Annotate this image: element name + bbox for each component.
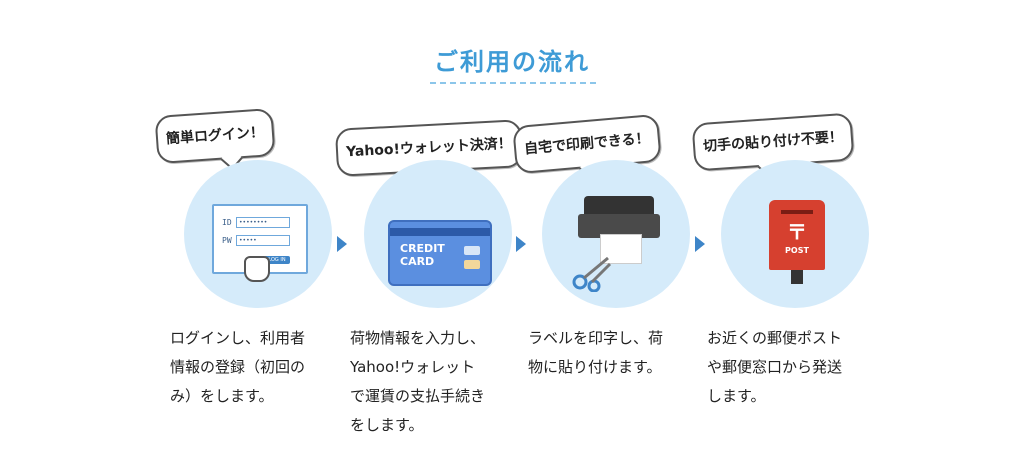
label-paper — [600, 234, 642, 264]
desc-line: 物に貼り付けます。 — [528, 358, 662, 376]
card-stripe — [390, 228, 490, 236]
desc-line: 荷物情報を入力し、 — [350, 329, 486, 347]
printer-top — [584, 196, 654, 214]
step-description: ログインし、利用者 情報の登録（初回の み）をします。 — [170, 324, 350, 411]
arrow-right-icon — [337, 236, 347, 252]
desc-line: み）をします。 — [170, 387, 274, 405]
pointer-hand-icon — [244, 256, 270, 282]
step-illustration: ID •••••••• PW ••••• LOG IN — [184, 160, 332, 308]
step-illustration: 〒 POST — [721, 160, 869, 308]
step-payment: Yahoo!ウォレット決済！ CREDIT CARD 荷物情報を入力し、 Yah… — [334, 100, 530, 460]
desc-line: 情報の登録（初回の — [170, 358, 306, 376]
desc-line: します。 — [707, 387, 766, 405]
login-pw-label: PW — [222, 236, 232, 245]
credit-card-icon: CREDIT CARD — [388, 220, 492, 286]
scissors-icon — [572, 256, 612, 292]
arrow-right-icon — [695, 236, 705, 252]
step-description: お近くの郵便ポスト や郵便窓口から発送 します。 — [707, 324, 887, 411]
postal-mark: 〒 — [787, 220, 807, 244]
page-title: ご利用の流れ — [434, 48, 590, 76]
postbox-icon: 〒 POST — [769, 200, 825, 270]
login-id-box: •••••••• — [236, 217, 290, 228]
desc-line: で運賃の支払手続き — [350, 387, 486, 405]
desc-line: や郵便窓口から発送 — [707, 358, 843, 376]
step-illustration — [542, 160, 690, 308]
step-description: ラベルを印字し、荷 物に貼り付けます。 — [528, 324, 708, 382]
step-ship: 切手の貼り付け不要！ 〒 POST お近くの郵便ポスト や郵便窓口から発送 しま… — [691, 100, 887, 460]
title-underline — [430, 82, 596, 84]
desc-line: をします。 — [350, 416, 424, 434]
postbox-leg — [791, 270, 803, 284]
postbox-label: POST — [785, 246, 809, 255]
card-text-line: CARD — [400, 255, 435, 268]
card-chip — [464, 260, 480, 269]
desc-line: お近くの郵便ポスト — [707, 329, 843, 347]
step-login: 簡単ログイン！ ID •••••••• PW ••••• LOG IN ログイン… — [154, 100, 350, 460]
login-id-label: ID — [222, 218, 232, 227]
login-button-label: LOG IN — [268, 257, 286, 263]
step-description: 荷物情報を入力し、 Yahoo!ウォレット で運賃の支払手続き をします。 — [350, 324, 530, 440]
card-text: CREDIT CARD — [400, 242, 445, 268]
step-illustration: CREDIT CARD — [364, 160, 512, 308]
card-text-line: CREDIT — [400, 242, 445, 255]
speech-bubble: 簡単ログイン！ — [154, 107, 276, 165]
desc-line: ラベルを印字し、荷 — [528, 329, 664, 347]
login-button-graphic: LOG IN — [264, 256, 290, 264]
step-print: 自宅で印刷できる！ ラベルを印字し、荷 物に貼り付けます。 — [512, 100, 708, 460]
desc-line: Yahoo!ウォレット — [350, 358, 476, 376]
desc-line: ログインし、利用者 — [170, 329, 306, 347]
arrow-right-icon — [516, 236, 526, 252]
login-pw-box: ••••• — [236, 235, 290, 246]
card-chip — [464, 246, 480, 255]
postbox-slot — [781, 210, 813, 214]
